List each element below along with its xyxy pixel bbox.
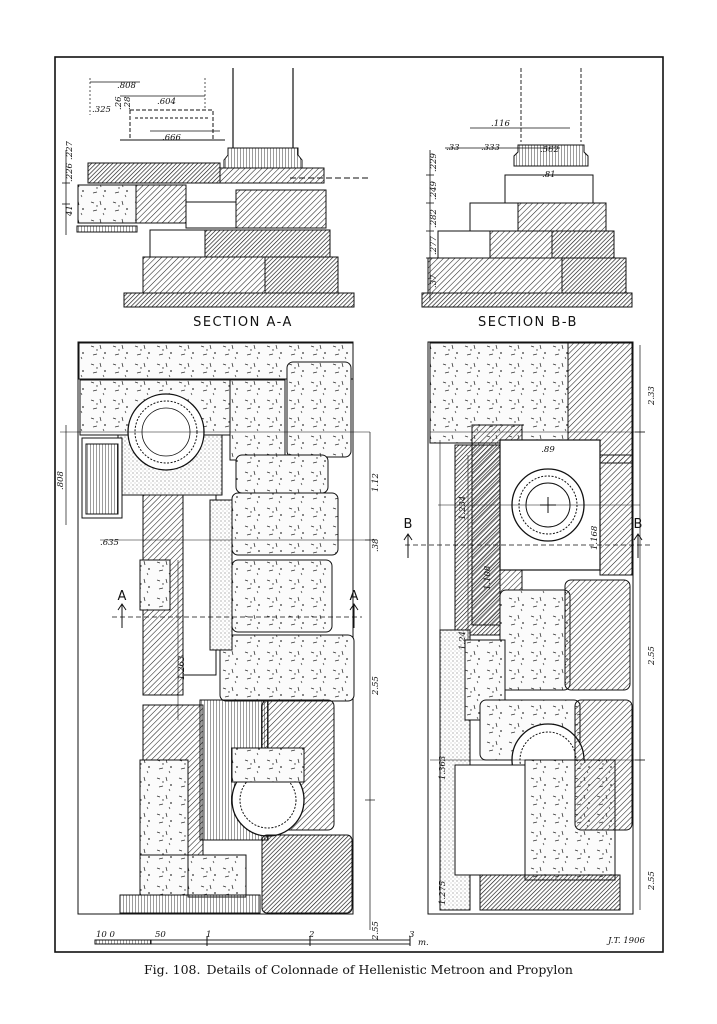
dim-b-562: .562 — [540, 145, 559, 155]
plan-right — [403, 341, 650, 915]
section-mark-b-right: B — [634, 517, 643, 532]
dim-pl-808: .808 — [56, 470, 66, 490]
section-b-elevation — [421, 68, 633, 308]
plan-right-dimensions: .89 1.234 1.108 1.168 1.24 1.363 1.275 2… — [438, 386, 657, 905]
dim-pl-255b: 2.55 — [371, 921, 381, 941]
dim-a-227: .227 — [65, 140, 75, 160]
dim-b-33: .33 — [446, 143, 460, 153]
figure-number: Fig. 108. — [144, 962, 201, 977]
dim-pr-1234: 1.234 — [458, 496, 468, 520]
dim-pl-1263: 1.263 — [177, 656, 187, 680]
scale-unit: m. — [418, 938, 429, 948]
dim-pr-1363: 1.363 — [438, 756, 448, 780]
dim-b-249: .249 — [429, 180, 439, 200]
section-mark-a-left: A — [118, 589, 127, 604]
plan-left-dimensions: .808 .635 1.12 .38 2.55 1.263 2.55 — [56, 470, 381, 941]
dim-b-116: .116 — [491, 119, 511, 129]
scale-label-2: 2 — [308, 930, 314, 940]
scale-label-3: 3 — [409, 930, 414, 940]
dim-pr-255a: 2.55 — [647, 646, 657, 666]
section-a-elevation — [62, 68, 370, 308]
figure-caption-text: Details of Colonnade of Hellenistic Metr… — [206, 962, 573, 977]
dim-pr-1168: 1.168 — [590, 525, 600, 550]
dim-b-37: .37 — [429, 274, 439, 288]
dim-pr-233: 2.33 — [647, 386, 657, 406]
dim-b-333: .333 — [481, 143, 500, 153]
dim-pl-38: .38 — [371, 538, 381, 552]
dim-b-282: .282 — [429, 209, 439, 228]
scale-label-0: 10 0 — [96, 930, 116, 940]
dim-a-325: .325 — [92, 105, 111, 115]
section-a-title: SECTION A-A — [193, 315, 293, 330]
section-b-dimensions: .116 .562 .33 .333 .81 .229 .249 .282 .2… — [429, 119, 559, 288]
draughtsman-signature: J.T. 1906 — [606, 936, 645, 946]
scale-bar: 10 0 50 1 2 3 m. — [94, 930, 429, 948]
dim-pr-1108: 1.108 — [483, 565, 493, 590]
dim-b-277: .277 — [429, 235, 439, 255]
section-a-dimensions: .808 .604 .325 .666 .26 .28 .227 .226 41 — [65, 81, 182, 217]
dim-pl-255a: 2.55 — [371, 676, 381, 696]
dim-pl-635: .635 — [100, 538, 119, 548]
dim-a-26: .26 — [114, 96, 124, 110]
dim-a-226: .226 — [65, 162, 75, 182]
dim-a-666: .666 — [162, 133, 182, 143]
section-b-title: SECTION B-B — [478, 315, 578, 330]
dim-b-229: .229 — [429, 152, 439, 172]
dim-a-41: 41 — [65, 205, 75, 217]
dim-a-604: .604 — [157, 97, 176, 107]
dim-pr-89: .89 — [541, 445, 555, 455]
scale-label-50: 50 — [155, 930, 166, 940]
plan-left — [60, 341, 375, 930]
dim-a-28: .28 — [123, 96, 133, 110]
dim-pl-112: 1.12 — [371, 473, 381, 492]
figure-caption: Fig. 108. Details of Colonnade of Helleni… — [0, 962, 717, 977]
dim-pr-255b: 2.55 — [647, 871, 657, 891]
sheet-frame — [54, 56, 664, 953]
dim-pr-1275: 1.275 — [438, 881, 448, 905]
dim-a-808: .808 — [117, 81, 137, 91]
section-mark-a-right: A — [350, 589, 359, 604]
scale-label-1: 1 — [206, 930, 211, 940]
dim-b-81: .81 — [542, 170, 556, 180]
dim-pr-124: 1.24 — [458, 631, 468, 650]
section-mark-b-left: B — [404, 517, 413, 532]
